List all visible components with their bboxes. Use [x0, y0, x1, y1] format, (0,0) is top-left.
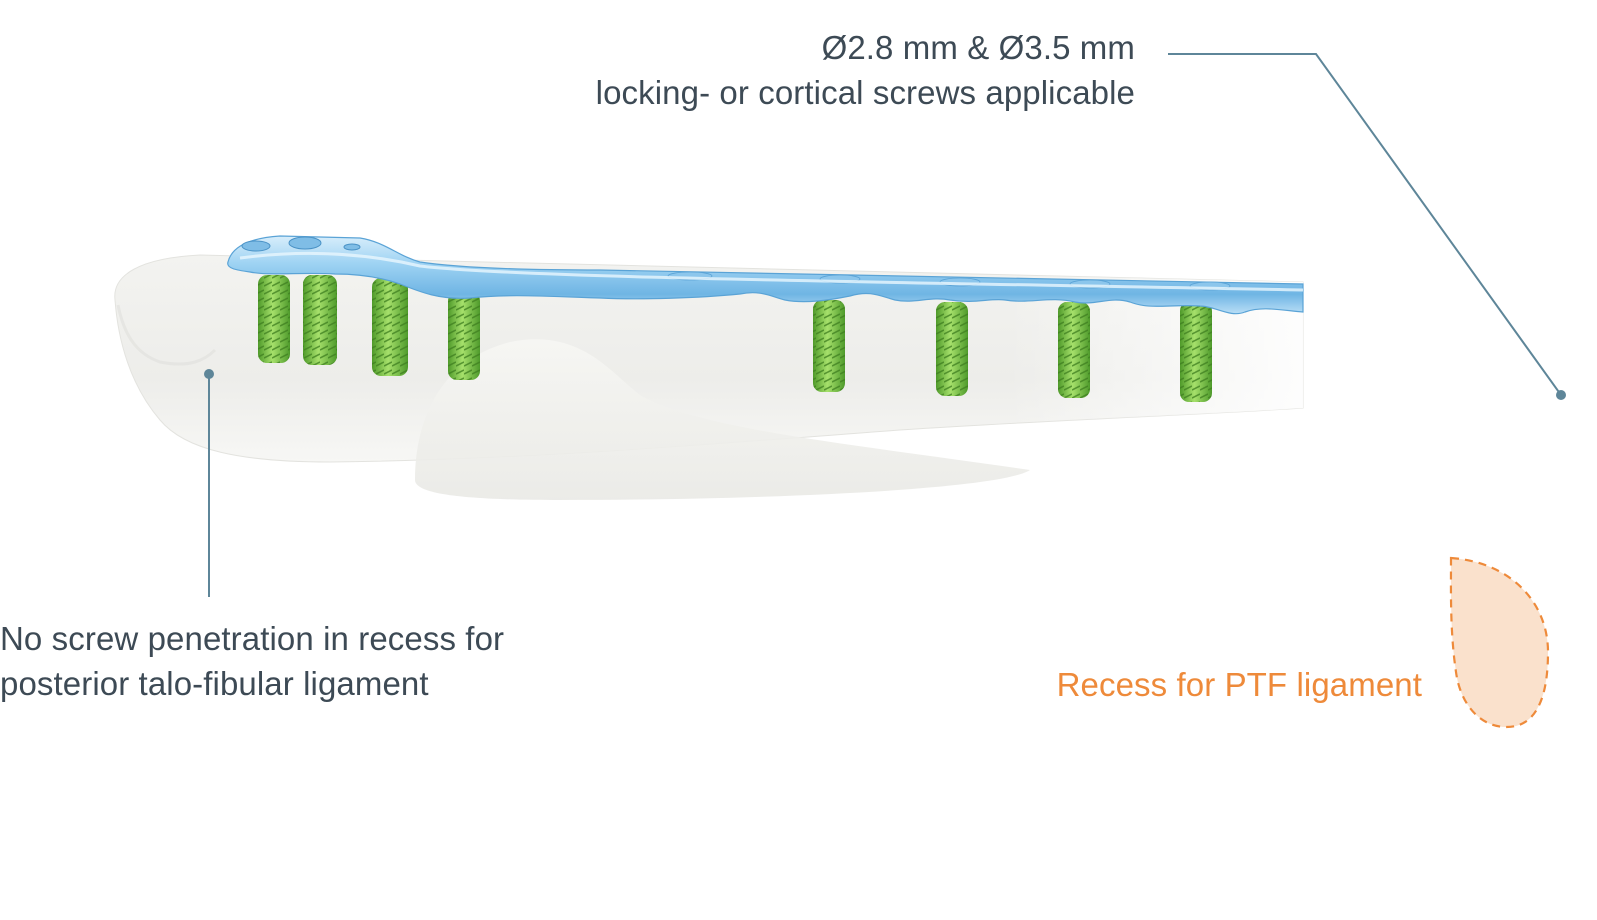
bone-bulge	[415, 339, 1030, 500]
recess-legend-label: Recess for PTF ligament	[1057, 662, 1422, 707]
screw	[1058, 302, 1090, 398]
no-penetration-line1: No screw penetration in recess for	[0, 620, 505, 657]
screw	[303, 275, 337, 365]
bone	[114, 254, 1304, 500]
screw-options-line1: Ø2.8 mm & Ø3.5 mm	[821, 29, 1135, 66]
no-penetration-leader	[204, 369, 214, 597]
no-penetration-line2: posterior talo-fibular ligament	[0, 665, 429, 702]
screw	[936, 302, 968, 396]
fibula-plate	[227, 235, 1304, 315]
screw	[1180, 302, 1212, 402]
screw	[448, 292, 480, 380]
screw	[372, 278, 408, 376]
recess-legend-text: Recess for PTF ligament	[1056, 666, 1422, 703]
screw-options-line2: locking- or cortical screws applicable	[595, 74, 1135, 111]
screws	[258, 275, 1212, 402]
leader-dot	[1556, 390, 1566, 400]
screw	[813, 300, 845, 392]
recess-legend-swatch	[1449, 556, 1550, 729]
leader-dot	[204, 369, 214, 379]
screw	[258, 275, 290, 363]
screw-options-leader	[1168, 53, 1566, 400]
no-penetration-callout: No screw penetration in recess for poste…	[0, 616, 504, 706]
screw-options-callout: Ø2.8 mm & Ø3.5 mm locking- or cortical s…	[596, 25, 1135, 115]
